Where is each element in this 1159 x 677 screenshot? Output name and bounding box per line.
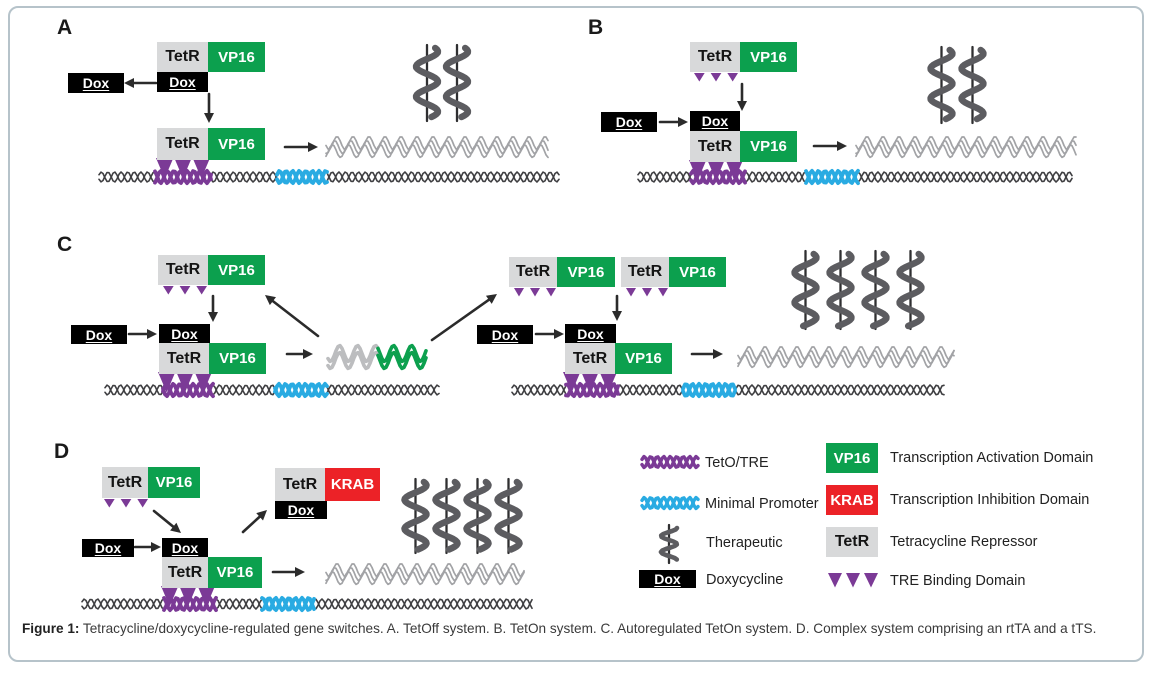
panel-a-label: A: [57, 16, 73, 39]
arrow-down: [612, 294, 622, 321]
tetr-box: TetR: [565, 343, 615, 374]
doxycycline-box-icon: Dox: [639, 570, 696, 588]
figure-caption: Figure 1: Tetracycline/doxycycline-regul…: [22, 621, 1130, 638]
vp16-box: VP16: [208, 128, 265, 160]
arrow-transcription: [271, 567, 305, 577]
vp16-box: VP16: [208, 255, 265, 285]
arrow-transcription: [690, 349, 723, 359]
tre-triangles-icon: [626, 288, 668, 297]
legend-label-teto-tre: TetO/TRE: [705, 455, 769, 471]
legend-label-therapeutic: Therapeutic: [706, 535, 783, 551]
arrow-dox-binding: [534, 329, 564, 339]
caption-text: Tetracycline/doxycycline-regulated gene …: [79, 621, 1097, 636]
tetr-box: TetR: [102, 467, 148, 498]
tre-triangles-icon: [694, 73, 738, 82]
arrow-up-right: [241, 510, 267, 534]
dna-strand: [104, 381, 440, 399]
figure-border: [8, 6, 1144, 662]
tre-triangles-icon: [104, 499, 148, 508]
therapeutic-protein-icon: [927, 45, 987, 125]
tetr-box: TetR: [157, 42, 208, 72]
vp16-box: VP16: [615, 343, 672, 374]
krab-box: KRAB: [325, 468, 380, 501]
dox-box: Dox: [68, 73, 124, 93]
tetr-box: TetR: [690, 42, 740, 72]
panel-d-label: D: [54, 440, 70, 463]
vp16-box: VP16: [208, 557, 262, 588]
tetr-box-icon: TetR: [826, 527, 878, 557]
vp16-box: VP16: [208, 42, 265, 72]
therapeutic-protein-icon: [412, 43, 472, 123]
mrna-transcript: [325, 563, 525, 586]
dox-box: Dox: [71, 325, 127, 344]
therapeutic-protein-icon: [401, 477, 523, 555]
vp16-box: VP16: [669, 257, 726, 287]
tre-triangles-bound-icon: [563, 372, 617, 393]
caption-prefix: Figure 1:: [22, 621, 80, 636]
legend-label-tre-binding-domain: TRE Binding Domain: [890, 573, 1026, 589]
legend-label-inhibition-domain: Transcription Inhibition Domain: [890, 492, 1090, 508]
therapeutic-protein-icon: [791, 249, 925, 331]
dox-box: Dox: [157, 72, 208, 92]
dna-strand: [637, 168, 1073, 186]
tetr-box: TetR: [275, 468, 325, 501]
vp16-box: VP16: [740, 42, 797, 72]
legend-label-doxycycline: Doxycycline: [706, 572, 784, 588]
tre-triangles-icon: [163, 286, 207, 295]
tre-binding-triangles-icon: [828, 573, 878, 588]
dox-box: Dox: [82, 539, 134, 557]
dox-box: Dox: [690, 111, 740, 131]
dox-box: Dox: [162, 538, 208, 557]
tetr-box: TetR: [157, 128, 208, 160]
dox-box: Dox: [601, 112, 657, 132]
arrow-dox-binding: [133, 542, 161, 552]
mrna-transcript: [325, 136, 549, 159]
legend-label-tet-repressor: Tetracycline Repressor: [890, 534, 1038, 550]
dox-box: Dox: [477, 325, 533, 344]
tetr-box: TetR: [621, 257, 669, 287]
tetr-box: TetR: [159, 343, 209, 374]
teto-tre-wave-icon: [640, 454, 700, 470]
arrow-down-right: [152, 509, 181, 533]
arrow-transcription: [283, 142, 318, 152]
arrow-down: [737, 82, 747, 111]
arrow-autoregulation-left: [265, 295, 320, 338]
legend-label-minimal-promoter: Minimal Promoter: [705, 496, 819, 512]
tre-triangles-icon: [514, 288, 556, 297]
arrow-dox-binding: [658, 117, 688, 127]
krab-box-icon: KRAB: [826, 485, 878, 515]
panel-c-label: C: [57, 233, 73, 256]
vp16-box: VP16: [148, 467, 200, 498]
mrna-rtta-transcript: [326, 343, 428, 371]
arrow-down: [208, 294, 218, 322]
dox-box: Dox: [565, 324, 616, 343]
tetr-box: TetR: [158, 255, 208, 285]
vp16-box: VP16: [557, 257, 615, 287]
mrna-transcript: [855, 136, 1077, 159]
minimal-promoter-wave-icon: [640, 495, 700, 511]
arrow-dox-binding: [127, 329, 157, 339]
dna-strand: [98, 168, 560, 186]
arrow-down: [204, 92, 214, 123]
panel-b-label: B: [588, 16, 604, 39]
legend-label-activation-domain: Transcription Activation Domain: [890, 450, 1094, 466]
vp16-box: VP16: [740, 131, 797, 162]
tetr-box: TetR: [509, 257, 557, 287]
dox-box: Dox: [159, 324, 210, 343]
arrow-autoregulation-right: [430, 294, 497, 342]
arrow-transcription: [812, 141, 847, 151]
dna-strand: [511, 381, 945, 399]
arrow-dox-release: [124, 78, 158, 88]
dna-strand: [81, 595, 533, 613]
tre-triangles-bound-icon: [156, 158, 210, 179]
mrna-transcript: [737, 346, 955, 369]
vp16-box: VP16: [209, 343, 266, 374]
tetr-box: TetR: [162, 557, 208, 588]
dox-box: Dox: [275, 501, 327, 519]
tetr-box: TetR: [690, 131, 740, 162]
arrow-transcription: [285, 349, 313, 359]
vp16-box-icon: VP16: [826, 443, 878, 473]
therapeutic-helix-icon: [658, 523, 680, 565]
